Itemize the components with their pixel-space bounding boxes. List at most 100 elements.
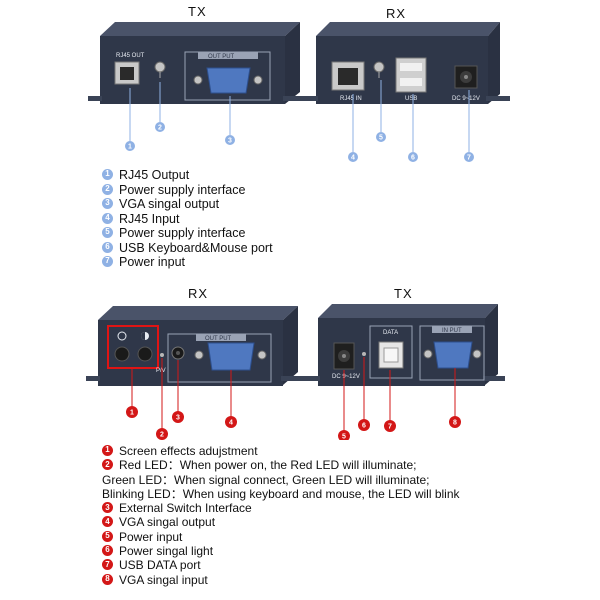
adjustment-highlight-box: [107, 325, 159, 369]
marker-8: [449, 416, 461, 428]
legend-marker: 5: [102, 530, 113, 542]
legend-text-continued: Blinking LED：When using keyboard and mou…: [102, 486, 460, 501]
svg-text:3: 3: [176, 415, 180, 422]
contrast-knob[interactable]: [137, 346, 153, 362]
legend-text: RJ45 Output: [119, 168, 190, 182]
svg-text:7: 7: [467, 155, 471, 162]
power-signal-light: [362, 352, 366, 356]
legend-item: 7 Power input: [102, 255, 273, 270]
rx-dc-label: DC 9~12V: [452, 96, 480, 102]
legend-item: 8 VGA singal input: [102, 573, 460, 587]
vga-input-port: [433, 341, 473, 369]
legend-marker: 6: [102, 545, 113, 557]
legend-text: Power input: [119, 529, 183, 544]
tx-dc-label: DC 9~12V: [332, 374, 360, 380]
top-devices: RJ45 OUT OUT PUT RJ45 IN: [88, 22, 510, 162]
rx-pv-label: P/V: [156, 368, 166, 374]
legend-marker: 6: [102, 241, 113, 253]
legend-marker: 4: [102, 212, 113, 224]
marker-4: [348, 152, 358, 162]
marker-4: [225, 416, 237, 428]
svg-text:6: 6: [362, 423, 366, 430]
bottom-devices: P/V OUT PUT DC 9~12V DATA: [86, 304, 505, 440]
legend-item: 6 Power singal light: [102, 544, 460, 558]
svg-text:5: 5: [379, 135, 383, 142]
marker-2: [155, 122, 165, 132]
legend-item: 3 VGA singal output: [102, 197, 273, 212]
legend-item: 1 Screen effects adujstment: [102, 444, 460, 458]
marker-6: [358, 419, 370, 431]
tx-input-label: IN PUT: [442, 328, 462, 334]
legend-marker: 2: [102, 183, 113, 195]
status-led-rx: [160, 353, 164, 357]
marker-1: [125, 141, 135, 151]
marker-1: [126, 406, 138, 418]
legend-text: Red LED：When power on, the Red LED will …: [119, 458, 417, 473]
marker-7: [384, 420, 396, 432]
legend-text: Power singal light: [119, 544, 214, 559]
marker-3: [225, 135, 235, 145]
svg-text:3: 3: [228, 138, 232, 145]
legend-text: Power input: [119, 255, 186, 269]
marker-7: [464, 152, 474, 162]
legend-marker: 2: [102, 459, 113, 471]
marker-2: [156, 428, 168, 440]
svg-text:2: 2: [158, 125, 162, 132]
brightness-icon: [117, 331, 127, 341]
legend-text: Power supply interface: [119, 226, 246, 240]
legend-text-continued: Green LED：When signal connect, Green LED…: [102, 472, 430, 487]
rx-power-interface-screw: [373, 61, 385, 73]
marker-5: [376, 132, 386, 142]
legend-marker: 1: [102, 445, 113, 456]
rx-rj45-in-label: RJ45 IN: [340, 96, 362, 102]
tx-rj45-out-label: RJ45 OUT: [116, 53, 145, 59]
svg-text:2: 2: [160, 432, 164, 439]
brightness-knob[interactable]: [114, 346, 130, 362]
tx-power-interface-screw: [154, 61, 166, 73]
legend-marker: 8: [102, 573, 113, 585]
legend-text: VGA singal output: [119, 515, 216, 530]
bottom-markers: 1 2 3 4 5 6 7 8: [126, 406, 461, 440]
svg-text:4: 4: [229, 420, 233, 427]
bottom-tx-title: TX: [394, 286, 413, 301]
rx-usb-label: USB: [405, 96, 417, 102]
legend-marker: 7: [102, 256, 113, 267]
top-markers: 1 2 3 4 5 6 7: [125, 122, 474, 162]
bottom-legend: 1 Screen effects adujstment 2 Red LED：Whe…: [102, 444, 460, 587]
tx-device-bottom: DC 9~12V DATA IN PUT: [302, 304, 505, 386]
legend-item: 1 RJ45 Output: [102, 168, 273, 183]
legend-item: 6 USB Keyboard&Mouse port: [102, 241, 273, 256]
svg-text:8: 8: [453, 420, 457, 427]
svg-text:7: 7: [388, 424, 392, 431]
legend-text: VGA singal output: [119, 197, 220, 211]
svg-text:6: 6: [411, 155, 415, 162]
marker-3: [172, 411, 184, 423]
legend-item: 4 RJ45 Input: [102, 212, 273, 227]
rx-device-bottom: P/V OUT PUT: [86, 306, 307, 386]
rx-device-top: RJ45 IN USB DC 9~12V: [300, 22, 510, 104]
top-rx-title: RX: [386, 6, 407, 21]
legend-text: External Switch Interface: [119, 501, 252, 516]
legend-marker: 7: [102, 559, 113, 571]
legend-text: Screen effects adujstment: [119, 444, 258, 458]
top-tx-title: TX: [188, 4, 207, 19]
vga-output-port: [206, 67, 251, 94]
legend-text: RJ45 Input: [119, 211, 180, 226]
svg-text:1: 1: [128, 144, 132, 151]
bottom-rx-title: RX: [188, 286, 209, 301]
tx-data-label: DATA: [383, 330, 398, 336]
marker-6: [408, 152, 418, 162]
svg-text:5: 5: [342, 434, 346, 441]
svg-text:4: 4: [351, 155, 355, 162]
tx-output-label: OUT PUT: [208, 54, 235, 60]
legend-text: VGA singal input: [119, 572, 208, 587]
legend-text: USB Keyboard&Mouse port: [119, 240, 273, 255]
tx-device-top: RJ45 OUT OUT PUT: [88, 22, 313, 104]
marker-5: [338, 430, 350, 440]
legend-marker: 3: [102, 198, 113, 209]
legend-marker: 1: [102, 169, 113, 180]
